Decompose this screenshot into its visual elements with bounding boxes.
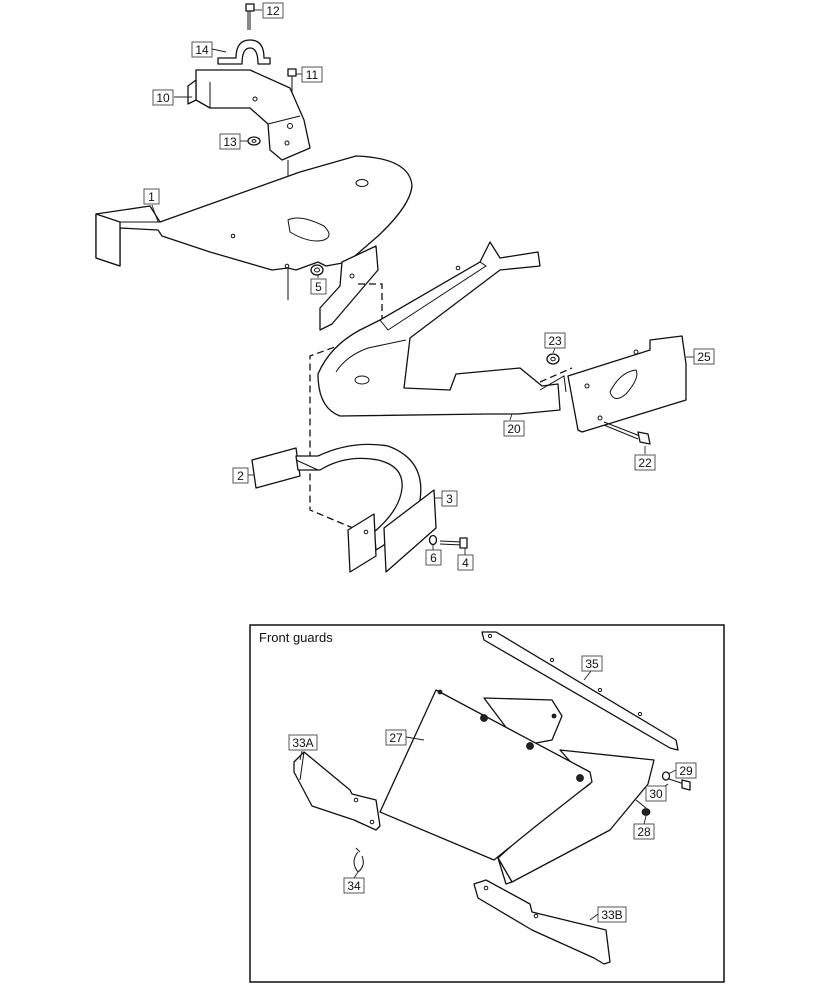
part-6-washer <box>428 534 438 546</box>
callout-12: 12 <box>262 2 284 19</box>
part-22-bolt <box>603 421 651 445</box>
callout-23: 23 <box>544 332 566 349</box>
callout-14-text: 14 <box>195 43 209 57</box>
callout-11-text: 11 <box>306 68 319 82</box>
callout-2: 2 <box>232 467 249 484</box>
part-3-strip <box>347 489 437 573</box>
callout-29: 29 <box>675 762 697 779</box>
part-1-main-plate <box>95 155 413 271</box>
callout-5: 5 <box>310 278 327 295</box>
callout-25: 25 <box>693 348 715 365</box>
part-28-nut <box>635 799 651 816</box>
callout-6-text: 6 <box>430 551 437 565</box>
callout-27-text: 27 <box>389 731 403 745</box>
callout-4-text: 4 <box>462 556 469 570</box>
callout-25-text: 25 <box>697 350 711 364</box>
part-35-strip <box>481 631 679 751</box>
callout-14: 14 <box>191 41 213 58</box>
part-14-clamp <box>217 39 271 65</box>
callout-2-text: 2 <box>237 469 244 483</box>
front-guards-inset-frame <box>249 624 725 983</box>
callout-11: 11 <box>301 66 323 83</box>
callout-3-text: 3 <box>446 492 453 506</box>
part-12-bolt <box>245 3 255 30</box>
callout-13: 13 <box>219 133 241 150</box>
callout-35-text: 35 <box>585 657 599 671</box>
part-27-front-guard-panel <box>379 689 593 861</box>
callout-22: 22 <box>634 454 656 471</box>
callout-29-text: 29 <box>679 764 693 778</box>
callout-6: 6 <box>425 549 442 566</box>
part-4-bolt <box>439 537 468 549</box>
part-34-clip <box>353 847 364 873</box>
callout-10-text: 10 <box>156 91 170 105</box>
callout-1: 1 <box>143 188 160 205</box>
callout-28: 28 <box>633 823 655 840</box>
part-33a-bracket <box>293 751 381 831</box>
callout-35: 35 <box>581 655 603 672</box>
callout-33b: 33B <box>597 906 627 923</box>
leader-lines-upper <box>151 9 694 555</box>
callout-13-text: 13 <box>223 135 237 149</box>
callout-20: 20 <box>503 420 525 437</box>
callout-10: 10 <box>152 89 174 106</box>
part-29-bolt <box>665 777 691 791</box>
inset-title: Front guards <box>259 630 333 645</box>
callout-27: 27 <box>385 729 407 746</box>
callout-5-text: 5 <box>315 280 322 294</box>
callout-34-text: 34 <box>347 879 361 893</box>
part-23-nut <box>539 353 573 383</box>
callout-1-text: 1 <box>148 190 155 204</box>
callout-20-text: 20 <box>507 422 521 436</box>
callout-22-text: 22 <box>638 456 652 470</box>
callout-33a: 33A <box>288 734 318 751</box>
part-30-washer <box>661 771 671 781</box>
callout-4: 4 <box>457 554 474 571</box>
callout-30: 30 <box>645 785 667 802</box>
part-13-washer <box>247 136 261 146</box>
callout-33a-text: 33A <box>292 736 313 750</box>
part-20-arm <box>317 241 567 417</box>
part-5-nut <box>310 264 324 276</box>
callout-23-text: 23 <box>548 334 562 348</box>
callout-33b-text: 33B <box>601 908 622 922</box>
callout-34: 34 <box>343 877 365 894</box>
callout-28-text: 28 <box>637 825 651 839</box>
callout-3: 3 <box>441 490 458 507</box>
plate-side-bracket <box>319 245 379 331</box>
part-10-bracket <box>187 69 311 161</box>
callout-12-text: 12 <box>266 4 280 18</box>
assembly-dashed-connector <box>309 283 383 537</box>
part-25-plate <box>567 335 687 433</box>
callout-30-text: 30 <box>649 787 663 801</box>
part-33b-bracket <box>473 879 611 965</box>
